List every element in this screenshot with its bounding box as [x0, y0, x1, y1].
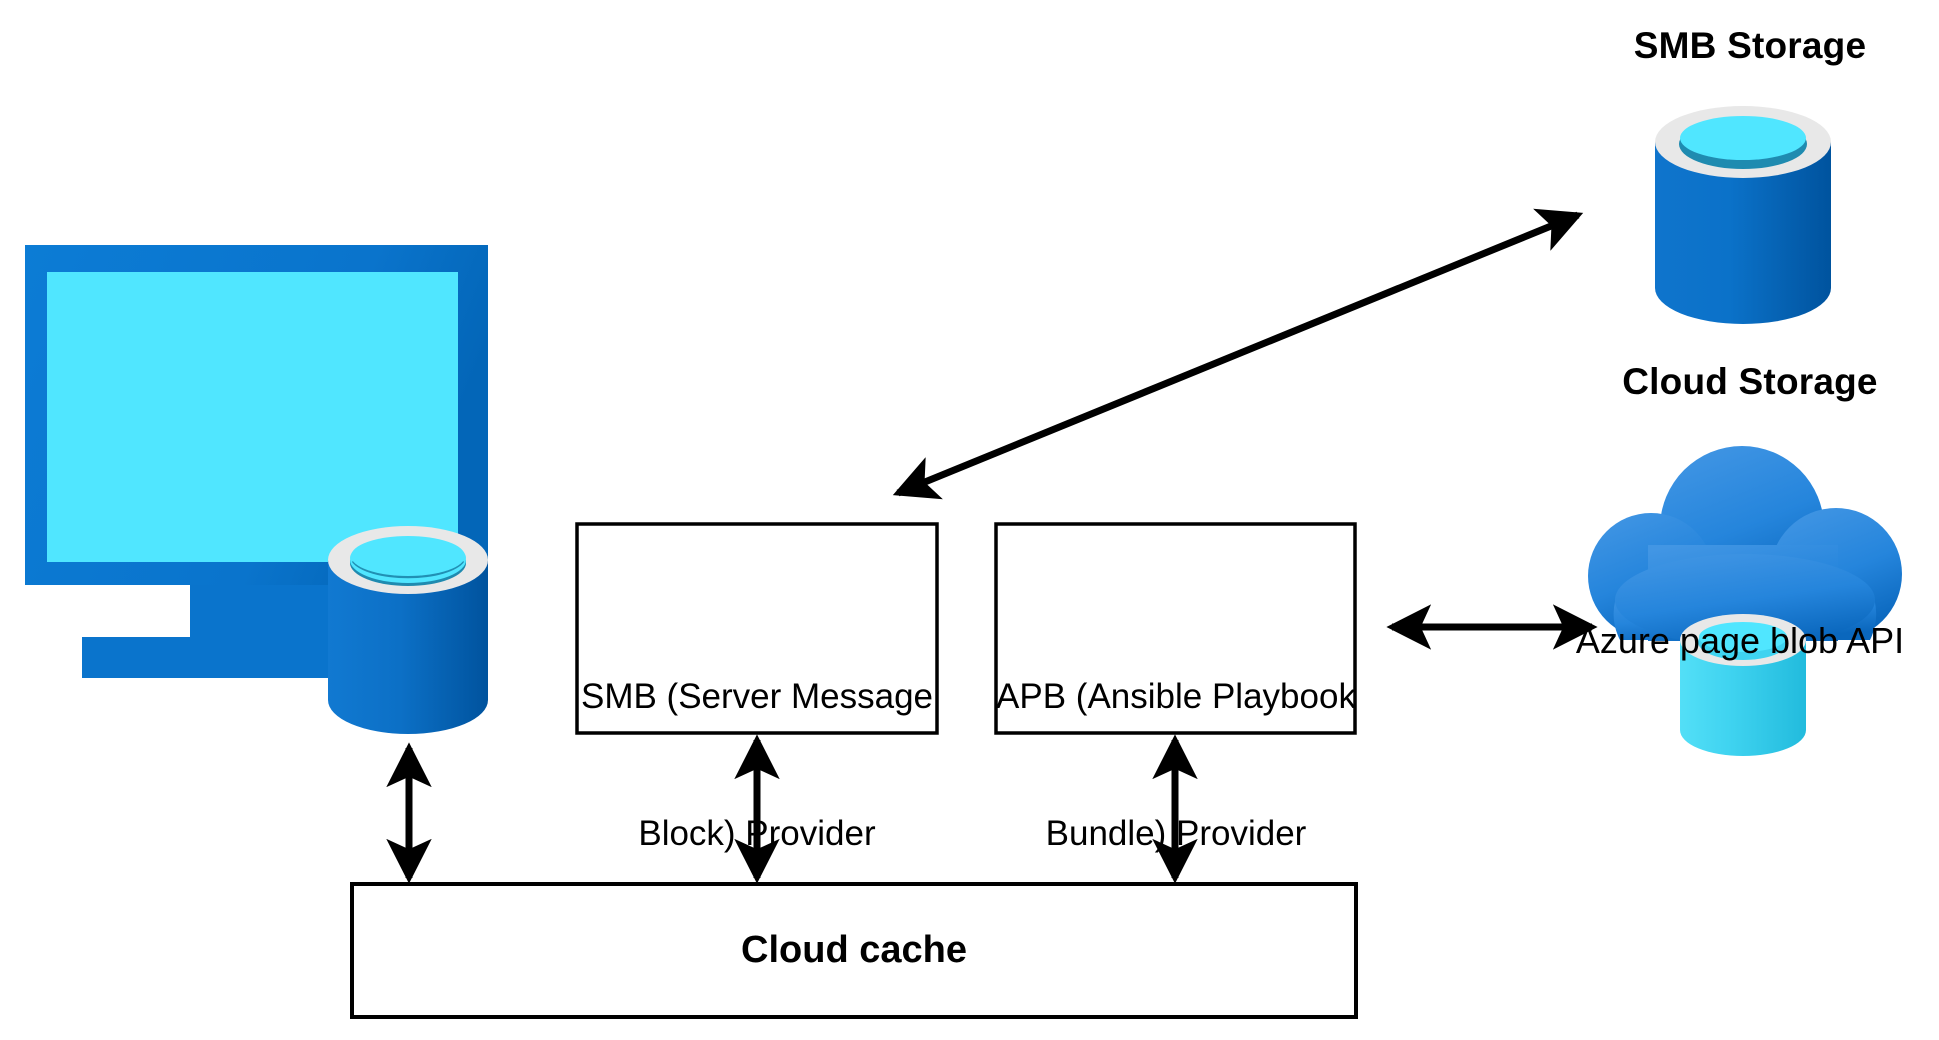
smb-provider-label-line2: Block) Provider: [638, 813, 876, 853]
cloud-storage-label: Cloud Storage: [1622, 361, 1878, 402]
azure-page-blob-api-caption: Azure page blob API: [1575, 620, 1905, 661]
smb-storage-label: SMB Storage: [1633, 25, 1867, 66]
cloud-cache-label: Cloud cache: [741, 929, 967, 971]
connector-smb-provider-to-smb-storage: [892, 208, 1584, 500]
apb-provider-box[interactable]: [994, 522, 1357, 735]
apb-provider-label-line2: Bundle) Provider: [1045, 813, 1307, 853]
cloud-with-cylinder-icon: [1588, 446, 1902, 756]
local-storage-cylinder-icon: [328, 526, 488, 734]
smb-provider-label: SMB (Server Message Block) Provider: [577, 583, 937, 947]
apb-provider-label: APB (Ansible Playbook Bundle) Provider: [996, 583, 1356, 947]
cloud-cache-box[interactable]: [350, 882, 1358, 1019]
apb-provider-label-line1: APB (Ansible Playbook: [996, 677, 1356, 716]
smb-provider-label-line1: SMB (Server Message: [580, 677, 934, 716]
smb-provider-box[interactable]: [575, 522, 939, 735]
storage-cylinder-icon: [1655, 106, 1831, 324]
